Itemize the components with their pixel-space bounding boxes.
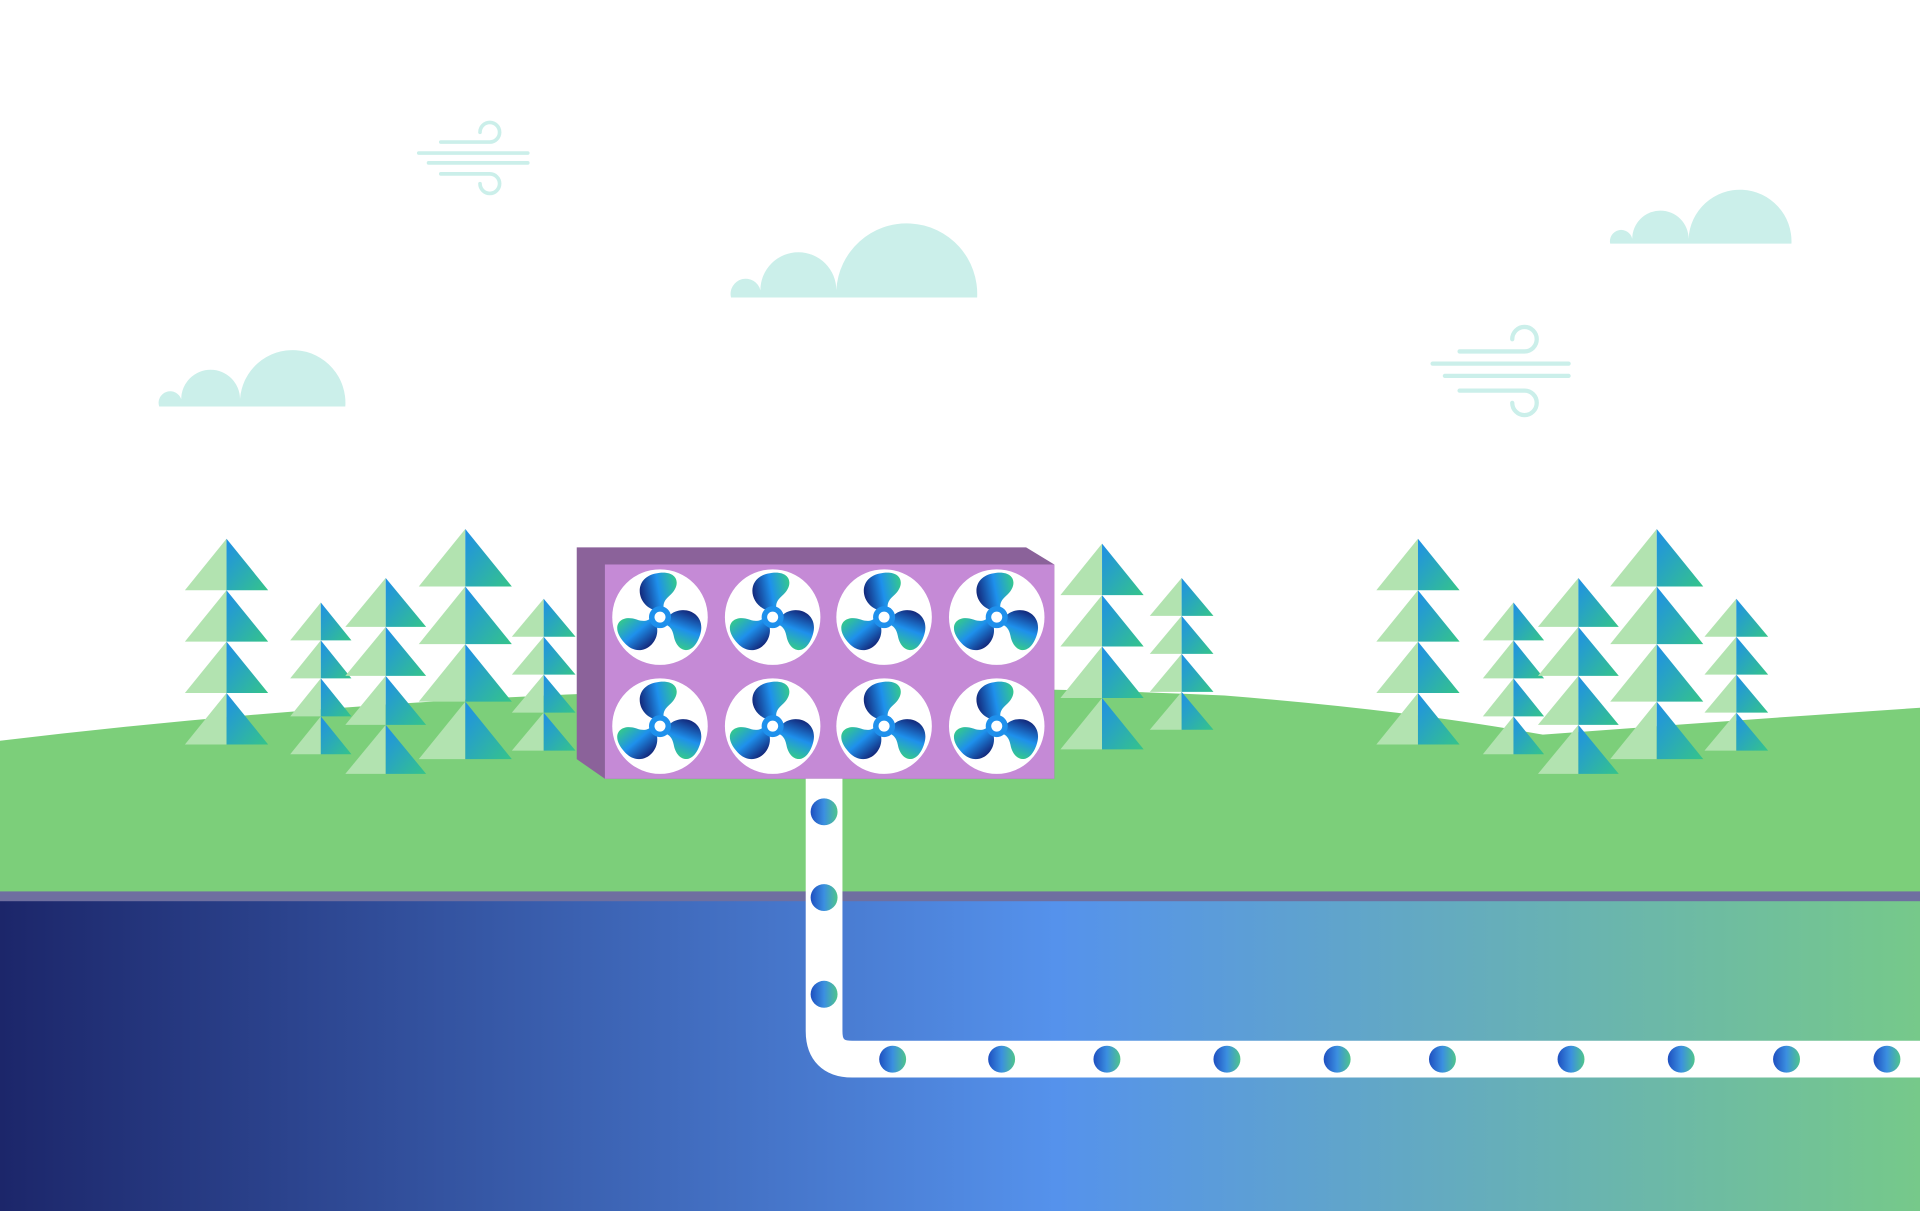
coolant-dot	[1773, 1045, 1800, 1073]
coolant-dot	[879, 1045, 907, 1073]
fan-icon	[836, 569, 932, 665]
coolant-dot	[988, 1045, 1016, 1073]
cloud-icon	[158, 350, 346, 407]
tree-icon	[184, 538, 269, 745]
tree-icon	[1704, 598, 1769, 751]
coolant-dot	[810, 980, 838, 1008]
coolant-dot	[1323, 1045, 1351, 1073]
fan-icon	[948, 569, 1045, 665]
coolant-dot	[810, 798, 838, 826]
fan-icon	[948, 678, 1045, 774]
cloud-icon	[730, 223, 978, 298]
forest	[184, 528, 1769, 774]
fan-icon	[612, 569, 708, 665]
coolant-flow	[810, 798, 1901, 1073]
fan-icon	[612, 678, 708, 774]
wind-icon	[416, 120, 530, 196]
tree-icon	[345, 577, 427, 774]
coolant-dot	[1557, 1045, 1585, 1073]
tree-icon	[1482, 602, 1545, 755]
coolant-dot	[1093, 1045, 1121, 1073]
pipe-icon	[805, 778, 1920, 1078]
coolant-dot	[1213, 1045, 1241, 1073]
coolant-dot	[1873, 1045, 1901, 1073]
tree-icon	[418, 528, 512, 760]
cloud-icon	[1609, 189, 1792, 244]
coolant-dot	[1667, 1045, 1695, 1073]
cooling-unit	[576, 547, 1055, 779]
wind-icon	[1430, 324, 1571, 418]
tree-icon	[1537, 577, 1619, 774]
fan-icon	[724, 569, 821, 665]
fan-icon	[724, 678, 821, 774]
coolant-dot	[1428, 1045, 1456, 1073]
fan-icon	[836, 678, 932, 774]
ground-strip	[0, 891, 1920, 903]
coolant-dot	[810, 884, 838, 912]
